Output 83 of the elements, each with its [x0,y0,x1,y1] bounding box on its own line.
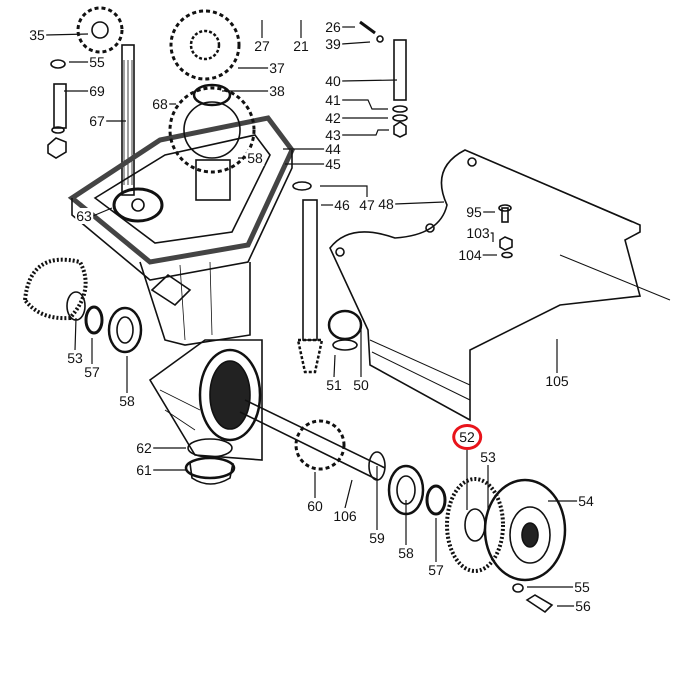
callout-number: 47 [358,197,376,213]
callout-number: 55 [573,579,591,595]
leader-line [106,120,126,122]
callout-number: 53 [66,350,84,366]
callout-number: 69 [88,83,106,99]
callout-number: 63 [75,208,93,224]
leader-line [405,500,407,545]
leader-line [314,472,316,498]
leader-line [344,480,353,508]
leader-line [152,447,186,449]
leader-line [285,163,324,165]
leader-line [548,500,578,502]
callout-number: 62 [135,440,153,456]
leader-line [342,79,398,82]
leader-line [222,90,268,92]
callout-number: 95 [465,204,483,220]
leader-line [92,207,112,217]
callout-number: 53 [479,449,497,465]
leader-line [74,318,77,350]
leader-line [394,201,444,205]
leader-line [482,211,495,213]
callout-number: 59 [368,530,386,546]
callout-number: 42 [324,110,342,126]
leader-line [342,117,388,119]
callout-number: 51 [325,377,343,393]
callout-number: 41 [324,92,342,108]
leader-line [482,254,497,256]
leader-line [46,33,88,36]
leader-line [490,232,494,242]
callout-number: 39 [324,36,342,52]
leader-line [466,450,468,510]
callout-number: 44 [324,141,342,157]
callout-number: 106 [332,508,358,524]
callout-number: 104 [457,247,483,263]
callout-number: 55 [88,54,106,70]
callout-number: 38 [268,83,286,99]
leader-line [126,356,128,393]
leader-line [152,469,186,471]
leader-line [342,129,389,136]
callout-number: 68 [151,96,169,112]
callout-number: 54 [577,493,595,509]
leader-line [342,99,388,110]
callout-number: 67 [88,113,106,129]
leader-line [300,20,302,38]
callout-number: 52 [452,424,482,450]
callout-number: 60 [306,498,324,514]
callout-number: 57 [427,562,445,578]
leader-line [238,67,268,69]
leader-line [64,90,88,92]
callout-number: 40 [324,73,342,89]
callout-number: 58 [246,150,264,166]
leader-line [91,338,93,364]
leader-line [283,148,324,150]
callout-number: 56 [574,598,592,614]
leader-line [261,20,263,38]
leader-line [69,61,88,63]
leader-line [342,41,370,45]
callout-number: 35 [28,27,46,43]
callout-number: 50 [352,377,370,393]
callout-number: 61 [135,462,153,478]
callout-number: 26 [324,19,342,35]
callout-number: 58 [118,393,136,409]
callout-number: 58 [397,545,415,561]
callout-number: 21 [292,38,310,54]
leader-line [376,466,378,530]
callout-number: 57 [83,364,101,380]
callout-number: 48 [377,196,395,212]
leader-line [557,605,574,607]
leader-line [527,586,574,588]
callout-number: 27 [253,38,271,54]
leader-line [487,465,489,512]
callout-number: 37 [268,60,286,76]
leader-line [342,26,355,28]
leader-line [360,320,362,377]
leader-line [333,354,336,378]
leader-line [321,204,334,206]
leader-line [435,518,437,562]
callout-number: 105 [544,373,570,389]
callout-number: 45 [324,156,342,172]
leader-line [556,339,558,373]
callout-number: 103 [465,225,491,241]
leader-line [320,185,368,197]
callout-number: 46 [333,197,351,213]
